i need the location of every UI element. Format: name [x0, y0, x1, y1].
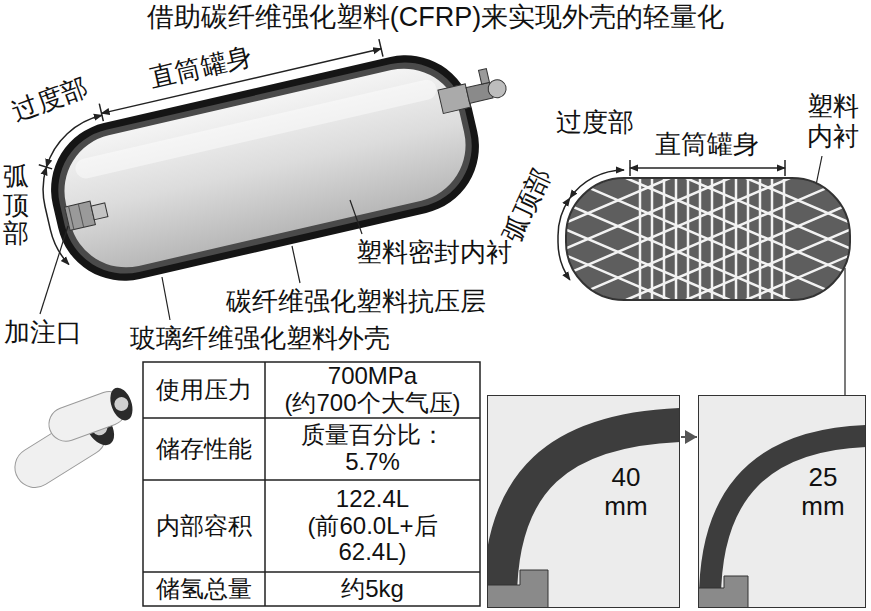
- leader-line: [350, 200, 362, 234]
- dome-section: [487, 570, 548, 608]
- filler-fitting: [69, 206, 74, 229]
- valve-fitting: [436, 65, 509, 113]
- tank-cutaway: [25, 14, 529, 296]
- dome-section: [487, 425, 680, 608]
- dimension-label: 过度部: [556, 108, 634, 138]
- dimension-arrow: [36, 167, 68, 267]
- title: 借助碳纤维强化塑料(CFRP)来实现外壳的轻量化: [0, 2, 871, 33]
- valve-fitting: [438, 84, 471, 114]
- leader-line: [162, 277, 170, 320]
- table-cell: 内部容积: [156, 513, 252, 540]
- leader-line: [844, 268, 845, 395]
- part-label: 塑料密封内衬: [356, 238, 512, 268]
- wound-tank: [326, 178, 871, 300]
- leader-line: [292, 246, 300, 283]
- tank-photo: [7, 385, 136, 495]
- dimension-arrow: [558, 198, 570, 280]
- table-cell: 储存性能: [156, 436, 252, 463]
- dimension-label: 弧顶部: [497, 163, 557, 246]
- spec-table: [143, 362, 480, 606]
- spec-table: [143, 362, 480, 606]
- dome-section: [698, 436, 866, 608]
- wound-tank: [566, 178, 850, 300]
- spec-table: [143, 362, 480, 606]
- dimension-arrow: [570, 170, 624, 198]
- part-label: 过度部: [8, 73, 92, 128]
- filler-fitting: [65, 198, 109, 230]
- dome-section: [710, 436, 866, 600]
- part-label: 玻璃纤维强化塑料外壳: [130, 324, 390, 354]
- table-cell: 储氢总量: [156, 576, 252, 603]
- table-cell: 使用压力: [156, 377, 252, 404]
- part-label: 加注口: [4, 318, 82, 348]
- detail-panel: 40 mm: [487, 395, 680, 608]
- filler-fitting: [91, 203, 108, 220]
- dimension-value: 25 mm: [795, 463, 851, 520]
- dimension-label: 弧顶部: [3, 162, 29, 248]
- table-cell: 122.4L (前60.0L+后 62.4L): [288, 486, 458, 567]
- dimension-arrow: [558, 160, 785, 280]
- leader-line: [40, 156, 845, 395]
- filler-fitting: [78, 204, 83, 227]
- table-cell: 约5kg: [341, 576, 404, 603]
- part-label: 碳纤维强化塑料抗压层: [226, 287, 486, 317]
- dome-section: [698, 395, 866, 608]
- table-cell: 质量百分比： 5.7%: [290, 422, 455, 476]
- leader-line: [40, 226, 68, 314]
- dimension-arrow: [28, 39, 390, 172]
- valve-fitting: [479, 69, 490, 84]
- dome-section: [487, 395, 680, 608]
- wound-tank: [640, 178, 784, 300]
- tank-photo: [44, 385, 136, 446]
- wound-tank: [566, 178, 850, 300]
- dimension-arrow: [38, 115, 111, 167]
- wound-tank: [566, 178, 850, 300]
- table-cell: 700MPa (约700个大气压): [267, 363, 479, 417]
- connector-arrow: [681, 436, 697, 438]
- tank-photo: [106, 385, 136, 424]
- detail-panel: 25 mm: [698, 395, 866, 608]
- tank-cutaway: [73, 78, 438, 181]
- dimension-arrow: [630, 167, 785, 169]
- dimension-arrow: [25, 39, 412, 267]
- connector-group: [681, 437, 697, 438]
- filler-fitting: [65, 201, 96, 230]
- dimension-value: 40 mm: [598, 463, 654, 520]
- part-label: 塑料内衬: [805, 92, 861, 152]
- tank-photo: [112, 395, 130, 413]
- dimension-arrow: [630, 160, 785, 176]
- dome-section: [698, 576, 748, 608]
- dimension-label: 直筒罐身: [147, 42, 255, 95]
- wound-tank: [566, 178, 850, 300]
- dome-section: [487, 395, 866, 608]
- dimension-label: 直筒罐身: [655, 130, 759, 160]
